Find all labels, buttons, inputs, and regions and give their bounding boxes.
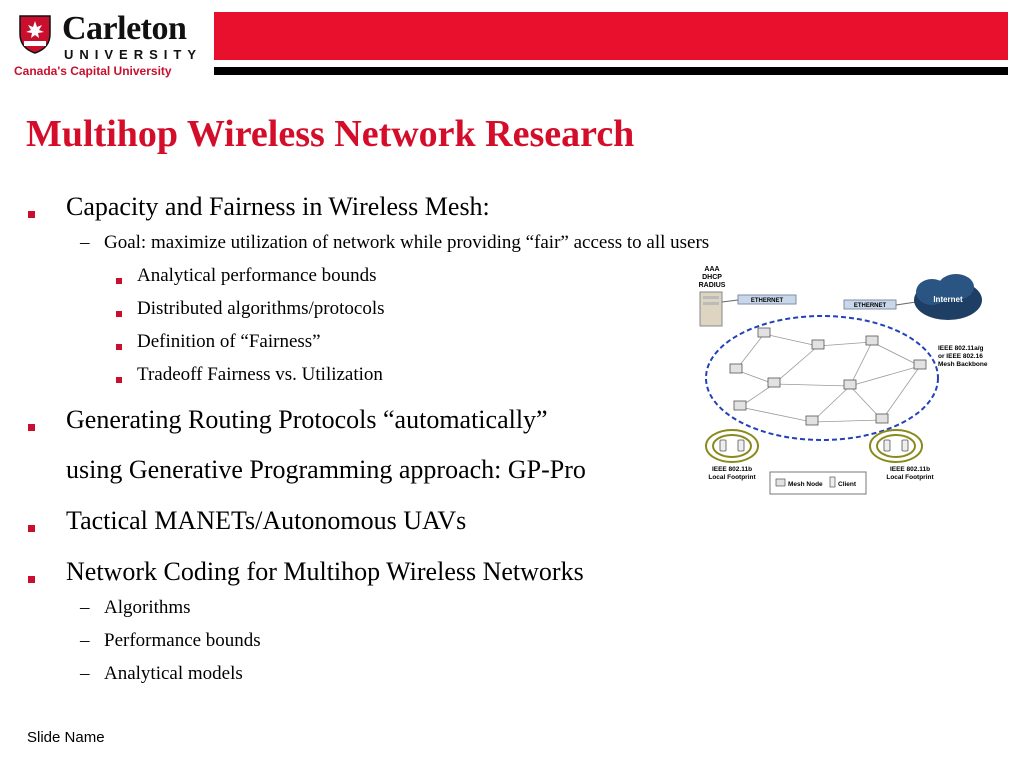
footprint-label-right-2: Local Footprint <box>886 474 934 481</box>
footprint-label-left-2: Local Footprint <box>708 474 756 481</box>
header-black-bar <box>214 67 1008 75</box>
mesh-node-icon <box>805 415 819 426</box>
university-subtitle: UNIVERSITY <box>64 47 203 62</box>
server-icon <box>699 291 723 327</box>
bullet-marker <box>116 344 122 350</box>
bullet-capacity: Capacity and Fairness in Wireless Mesh: <box>66 192 490 221</box>
university-name: Carleton <box>62 10 187 47</box>
bullet-marker <box>28 576 35 583</box>
sub-item-models: Analytical models <box>104 663 243 684</box>
dash-marker: – <box>80 232 90 253</box>
mesh-node-icon <box>729 363 743 374</box>
bullet-marker <box>28 424 35 431</box>
sub-item-algorithms: Algorithms <box>104 597 191 618</box>
legend-client-label: Client <box>838 481 857 488</box>
bullet-manets: Tactical MANETs/Autonomous UAVs <box>66 506 467 535</box>
legend: Mesh Node Client <box>769 471 867 495</box>
footprint-right <box>869 429 923 463</box>
client-icon <box>719 439 727 452</box>
dash-marker: – <box>80 597 90 618</box>
sub-bullet-goal: Goal: maximize utilization of network wh… <box>104 232 710 253</box>
mesh-node-icon <box>733 400 747 411</box>
mesh-node-icon <box>767 377 781 388</box>
university-tagline: Canada's Capital University <box>14 64 172 78</box>
bullet-routing: Generating Routing Protocols “automatica… <box>66 405 548 434</box>
client-icon <box>737 439 745 452</box>
client-icon <box>883 439 891 452</box>
client-icon <box>901 439 909 452</box>
crest-icon <box>19 15 51 54</box>
backbone-ellipse <box>705 315 939 441</box>
footprint-label-right-1: IEEE 802.11b <box>890 466 930 473</box>
bullet-marker <box>28 525 35 532</box>
dash-marker: – <box>80 663 90 684</box>
backbone-label-3: Mesh Backbone <box>938 361 988 368</box>
slide-footer: Slide Name <box>27 729 105 746</box>
bullet-network-coding: Network Coding for Multihop Wireless Net… <box>66 557 584 586</box>
ethernet-label-left: ETHERNET <box>751 298 784 304</box>
mesh-network-diagram: AAA DHCP RADIUS ETHERNET ETHERNET Intern… <box>699 266 988 495</box>
sub-item-tradeoff: Tradeoff Fairness vs. Utilization <box>137 364 383 385</box>
internet-label: Internet <box>933 295 963 304</box>
dash-marker: – <box>80 630 90 651</box>
sub-item-analytical: Analytical performance bounds <box>137 265 377 286</box>
bullet-routing-cont: using Generative Programming approach: G… <box>66 455 586 484</box>
backbone-label-2: or IEEE 802.16 <box>938 353 983 360</box>
sub-item-fairness: Definition of “Fairness” <box>137 331 321 352</box>
legend-mesh-label: Mesh Node <box>788 481 823 488</box>
server-label-aaa: AAA <box>704 266 719 273</box>
internet-cloud-icon <box>914 274 982 320</box>
carleton-logo: Carleton UNIVERSITY Canada's Capital Uni… <box>14 8 204 80</box>
mesh-node-icon <box>757 327 771 338</box>
mesh-node-icon <box>875 413 889 424</box>
bullet-marker <box>116 278 122 284</box>
footprint-label-left-1: IEEE 802.11b <box>712 466 752 473</box>
server-label-radius: RADIUS <box>699 282 726 289</box>
mesh-node-icon <box>843 379 857 390</box>
bullet-marker <box>28 211 35 218</box>
bullet-marker <box>116 377 122 383</box>
mesh-node-icon <box>913 359 927 370</box>
bullet-marker <box>116 311 122 317</box>
mesh-node-icon <box>811 339 825 350</box>
legend-mesh-node-icon <box>775 478 786 487</box>
ethernet-bar-left <box>737 294 797 305</box>
sub-item-distributed: Distributed algorithms/protocols <box>137 298 385 319</box>
backbone-label-1: IEEE 802.11a/g <box>938 345 984 352</box>
header-red-bar <box>214 12 1008 60</box>
footprint-left <box>705 429 759 463</box>
server-label-dhcp: DHCP <box>702 274 722 281</box>
sub-item-performance: Performance bounds <box>104 630 261 651</box>
ethernet-label-right: ETHERNET <box>854 303 887 309</box>
slide-title: Multihop Wireless Network Research <box>26 113 635 155</box>
mesh-node-icon <box>865 335 879 346</box>
legend-client-icon <box>829 476 836 488</box>
